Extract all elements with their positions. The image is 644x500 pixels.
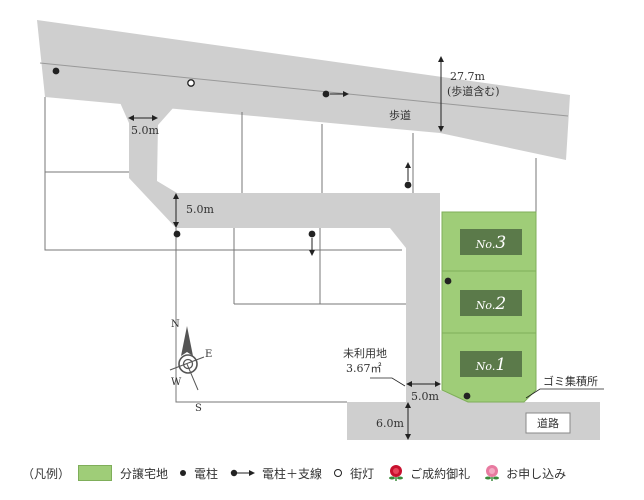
pole-marker xyxy=(444,277,452,285)
svg-text:No.3: No.3 xyxy=(475,233,506,253)
compass-e: E xyxy=(205,349,212,360)
compass-north-arrow xyxy=(181,326,193,356)
site-map: No.3 No.2 No.1 xyxy=(37,20,604,440)
dimension-arrows xyxy=(128,56,444,440)
legend-streetlight: 街灯 xyxy=(334,465,374,482)
legend-title: （凡例） xyxy=(22,466,71,481)
svg-text:No.2: No.2 xyxy=(475,294,506,314)
compass: N E W S xyxy=(169,319,212,414)
streetlight-marker xyxy=(187,79,195,87)
pole-stay-icon xyxy=(230,468,256,478)
compass-n: N xyxy=(171,319,180,330)
legend-contracted: ご成約御礼 xyxy=(386,464,470,482)
road-width-top: 5.0m xyxy=(131,124,159,137)
plot-label-3: No.3 xyxy=(460,229,522,255)
private-road xyxy=(118,98,468,402)
compass-s: S xyxy=(195,403,202,414)
legend-pole: 電柱 xyxy=(180,465,218,482)
rose-icon xyxy=(389,465,404,481)
svg-text:No.1: No.1 xyxy=(475,355,506,375)
streetlight-icon xyxy=(334,469,343,477)
legend-pole-label: 電柱 xyxy=(194,466,219,481)
main-road xyxy=(37,20,570,160)
pole-icon xyxy=(180,470,187,476)
pole-marker xyxy=(463,392,471,400)
legend-streetlight-label: 街灯 xyxy=(350,466,375,481)
legend-applied: お申し込み xyxy=(482,464,566,482)
legend-contracted-label: ご成約御礼 xyxy=(410,466,471,481)
unused-land-area: 3.67㎡ xyxy=(346,362,382,375)
road-width-bottom: 5.0m xyxy=(411,390,439,403)
legend-pole-stay-label: 電柱＋支線 xyxy=(262,466,323,481)
road-sign-box xyxy=(525,412,571,434)
sidewalk-line xyxy=(39,62,569,117)
legend-lot-sale-label: 分譲宅地 xyxy=(120,466,169,481)
sidewalk-label: 歩道 xyxy=(389,108,411,122)
road-width-mid: 5.0m xyxy=(186,203,214,216)
legend-lot-sale: 分譲宅地 xyxy=(78,465,168,482)
utility-poles xyxy=(52,67,471,400)
compass-w: W xyxy=(171,377,182,388)
lot-sale-swatch xyxy=(78,465,113,481)
road-width-label: 27.7m xyxy=(450,70,485,83)
leader-lines xyxy=(370,377,604,399)
plot-label-1: No.1 xyxy=(460,351,522,377)
road-width-note: (歩道含む) xyxy=(447,84,500,98)
plot-label-2: No.2 xyxy=(460,290,522,316)
pole-stay-marker xyxy=(322,90,349,98)
unused-land-label: 未利用地 xyxy=(343,347,387,360)
legend-applied-label: お申し込み xyxy=(506,466,567,481)
pink-flower-icon xyxy=(485,465,500,481)
pole-marker xyxy=(173,230,181,238)
road-width-6m: 6.0m xyxy=(376,417,404,430)
pole-stay-marker xyxy=(404,162,412,189)
lot-lines xyxy=(44,97,537,403)
pole-marker xyxy=(52,67,60,75)
road-sign-label: 道路 xyxy=(537,416,559,430)
garbage-station-label: ゴミ集積所 xyxy=(543,374,598,388)
pole-stay-marker xyxy=(308,230,316,256)
legend: （凡例） 分譲宅地 電柱 電柱＋支線 街灯 ご成約御礼 xyxy=(0,458,644,488)
legend-pole-stay: 電柱＋支線 xyxy=(230,465,322,482)
